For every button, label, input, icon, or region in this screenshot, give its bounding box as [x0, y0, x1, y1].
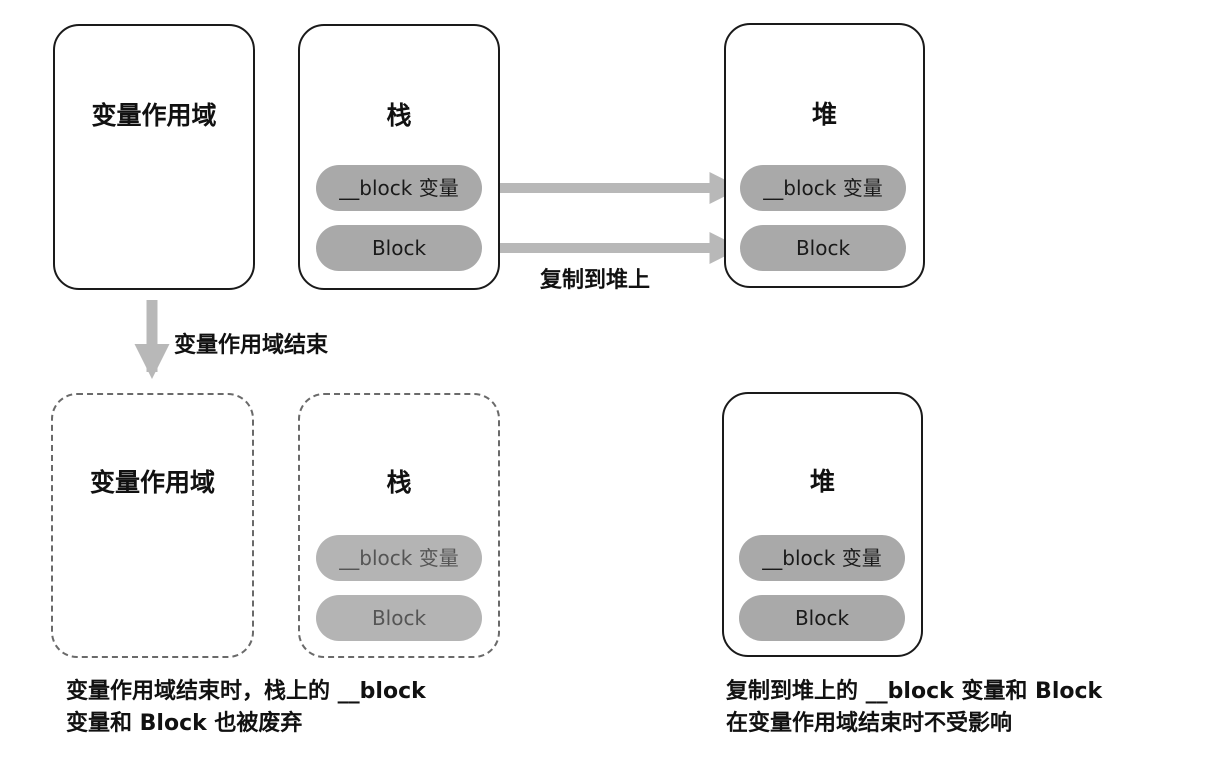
bottom-stack-title: 栈 — [386, 468, 412, 497]
caption-left-line2: 变量和 Block 也被废弃 — [66, 711, 303, 736]
bottom-heap-block-pill: Block — [739, 595, 905, 641]
caption-left-line1: 变量作用域结束时，栈上的 __block — [66, 679, 426, 704]
caption-right-line2: 在变量作用域结束时不受影响 — [726, 711, 1013, 736]
top-stack-title: 栈 — [386, 101, 412, 130]
bottom-stack-block-var-pill: __block 变量 — [316, 535, 482, 581]
top-stack-block-var-pill: __block 变量 — [316, 165, 482, 211]
bottom-stack-block-pill: Block — [316, 595, 482, 641]
top-scope-title: 变量作用域 — [91, 101, 217, 130]
bottom-heap-block-var-pill: __block 变量 — [739, 535, 905, 581]
caption-left: 变量作用域结束时，栈上的 __block 变量和 Block 也被废弃 — [66, 676, 426, 740]
bottom-scope-title: 变量作用域 — [89, 468, 215, 497]
top-heap-block-pill: Block — [740, 225, 906, 271]
top-heap-title: 堆 — [811, 100, 837, 129]
caption-right: 复制到堆上的 __block 变量和 Block 在变量作用域结束时不受影响 — [726, 676, 1102, 740]
bottom-heap-title: 堆 — [809, 467, 835, 496]
scope-end-label: 变量作用域结束 — [174, 333, 329, 358]
bottom-scope-box: 变量作用域 — [51, 393, 254, 658]
top-heap-block-var-pill: __block 变量 — [740, 165, 906, 211]
top-scope-box: 变量作用域 — [53, 24, 255, 290]
caption-right-line1: 复制到堆上的 __block 变量和 Block — [726, 679, 1103, 704]
top-stack-block-pill: Block — [316, 225, 482, 271]
copy-to-heap-label: 复制到堆上 — [540, 268, 651, 293]
